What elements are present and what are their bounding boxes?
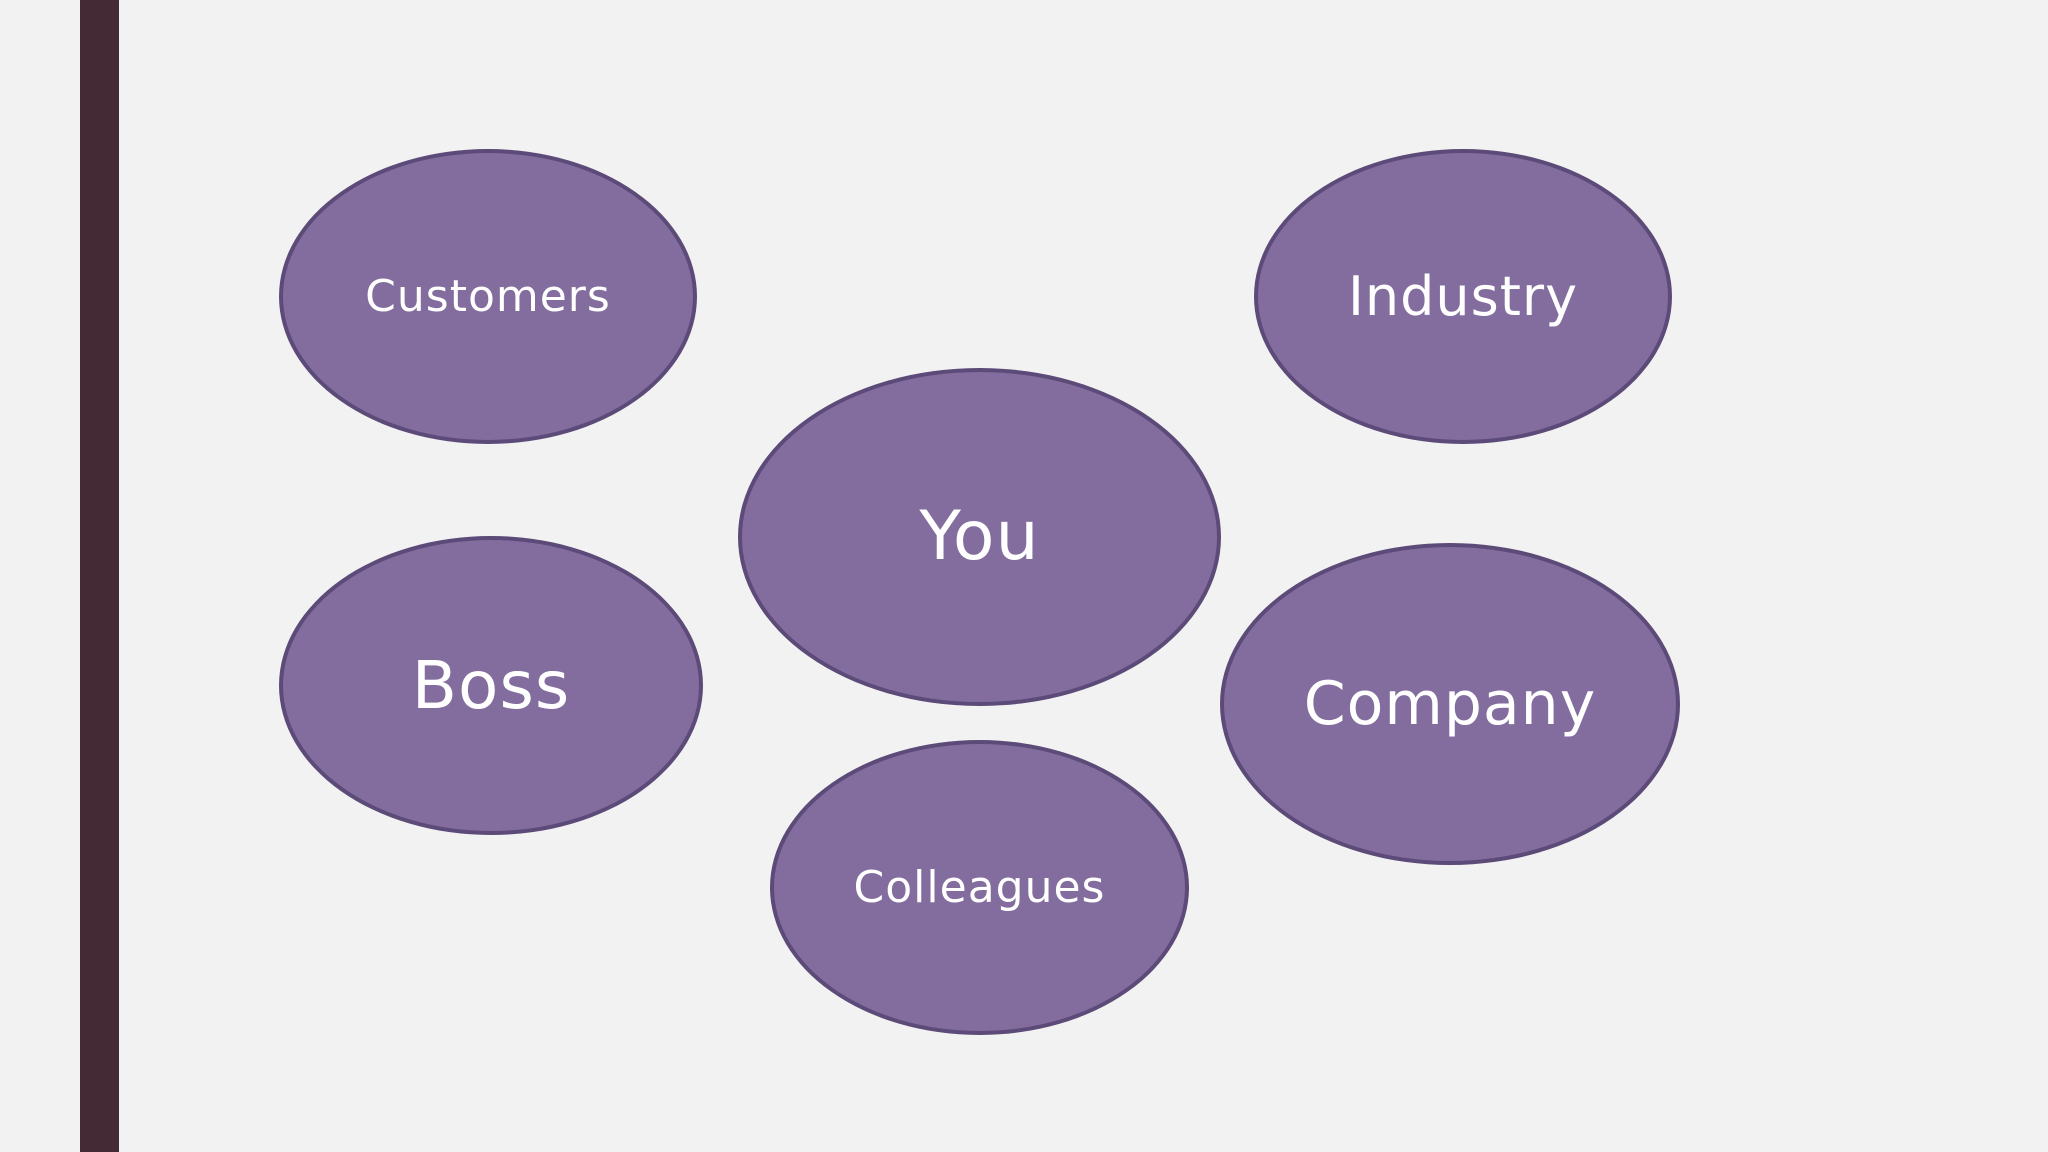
bubble-label-industry: Industry bbox=[1347, 264, 1579, 328]
bubble-label-you: You bbox=[919, 497, 1040, 576]
bubble-label-colleagues: Colleagues bbox=[853, 861, 1106, 913]
bubble-label-boss: Boss bbox=[411, 646, 571, 724]
bubble-industry: Industry bbox=[1254, 149, 1672, 444]
bubble-company: Company bbox=[1220, 543, 1680, 865]
accent-bar bbox=[80, 0, 119, 1152]
bubble-label-company: Company bbox=[1303, 669, 1597, 739]
bubble-you: You bbox=[738, 368, 1221, 706]
bubble-customers: Customers bbox=[279, 149, 697, 444]
bubble-colleagues: Colleagues bbox=[770, 740, 1189, 1035]
bubble-boss: Boss bbox=[279, 536, 703, 835]
bubble-label-customers: Customers bbox=[365, 270, 611, 322]
